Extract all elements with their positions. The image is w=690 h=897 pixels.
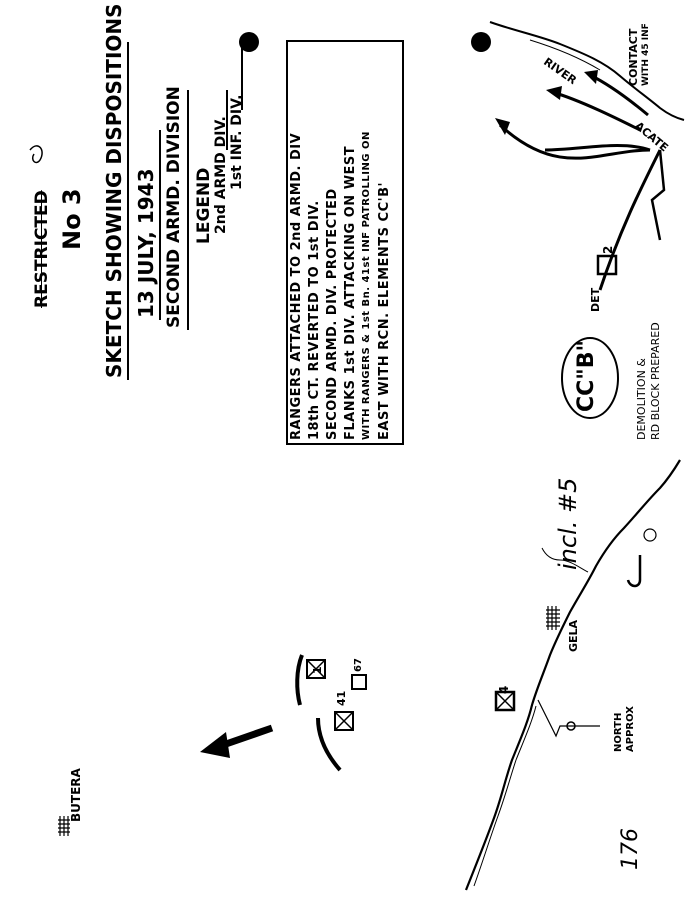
butera-town-marker [58, 816, 70, 836]
note-box [286, 40, 404, 445]
unit-symbol-41 [334, 711, 354, 731]
contact-label-1: CONTACT [627, 28, 640, 86]
unit-41-label: 41 [335, 690, 348, 706]
note-line-5: WITH RANGERS & 1st Bn. 41st INF PATROLLI… [361, 131, 372, 440]
det-label: DET [589, 287, 602, 312]
unit-arc-upper [295, 654, 304, 706]
unit-symbol-1 [306, 659, 326, 679]
demolition-label-1: DEMOLITION & [635, 358, 648, 440]
sketch-date: 13 JULY, 1943 [134, 168, 158, 318]
legend-heading: LEGEND [194, 167, 214, 244]
note-line-6: EAST WITH RCN. ELEMENTS CC'B' [377, 182, 392, 440]
note-line-4: FLANKS 1st DIV. ATTACKING ON WEST [343, 145, 358, 440]
legend-item-inf: 1st INF. DIV. [229, 94, 245, 190]
gela-town-marker [546, 606, 560, 630]
punch-hole-top [239, 32, 259, 52]
butera-label: BUTERA [69, 768, 83, 822]
arrow-5-shaft [650, 149, 666, 241]
road-marker [566, 721, 576, 731]
classification-stamp: RESTRICTED [32, 190, 52, 308]
ccb-oval [561, 337, 619, 419]
note-line-2: 18th CT. REVERTED TO 1st DIV. [307, 200, 322, 440]
arrow-4-head [584, 70, 598, 84]
contact-label-2: WITH 45 INF [641, 23, 651, 86]
page-title: SKETCH SHOWING DISPOSITIONS [102, 3, 126, 378]
punch-hole-right [471, 32, 491, 52]
note-line-3: SECOND ARMD. DIV. PROTECTED [325, 188, 340, 440]
j-symbol [626, 555, 642, 588]
unit-67-label: 67 [353, 658, 364, 672]
unit-symbol-4-east-cross [495, 691, 515, 711]
north-approx-label-2: APPROX [625, 706, 636, 752]
classification-scribble [29, 145, 43, 164]
unit-name: SECOND ARMD. DIVISION [164, 86, 184, 328]
unit-symbol-4-east [494, 690, 516, 712]
road-north-approx [537, 699, 600, 738]
unit-1-label: 1 [311, 666, 324, 674]
gela-label: GELA [567, 619, 580, 652]
det-number: 2 [601, 245, 615, 254]
legend-item-armd: 2nd ARMD DIV. [213, 116, 229, 234]
page-number: 176 [618, 828, 643, 870]
scribble-mark [643, 528, 657, 542]
unit-4-label: 4 [497, 685, 511, 694]
demolition-label-2: RD BLOCK PREPARED [649, 322, 662, 440]
unit-arc-lower [316, 717, 342, 772]
unit-symbol-1-cross [306, 659, 326, 679]
acate-river-bank [529, 39, 601, 71]
coastline [464, 459, 681, 891]
arrow-2-shaft [544, 144, 651, 152]
sketch-number: No 3 [58, 188, 86, 250]
arrow-butera-head [200, 732, 230, 758]
arrow-butera-shaft [224, 724, 274, 748]
ccb-label: CC"B" [574, 340, 599, 412]
gela-river [541, 547, 589, 573]
arrow-3-head [546, 86, 562, 100]
unit-symbol-41-cross [334, 711, 354, 731]
arrow-2-shaft-b [498, 123, 651, 160]
note-line-1: RANGERS ATTACHED TO 2nd ARMD. DIV [289, 132, 304, 440]
det-box [596, 254, 618, 276]
unit-symbol-67 [351, 674, 367, 690]
arrow-1-shaft [598, 149, 662, 291]
arrow-2-head [495, 118, 510, 135]
incl-label: incl. #5 [554, 477, 582, 570]
acate-river [489, 21, 685, 121]
north-approx-label-1: NORTH [613, 712, 624, 752]
coastline-inner [473, 705, 537, 887]
